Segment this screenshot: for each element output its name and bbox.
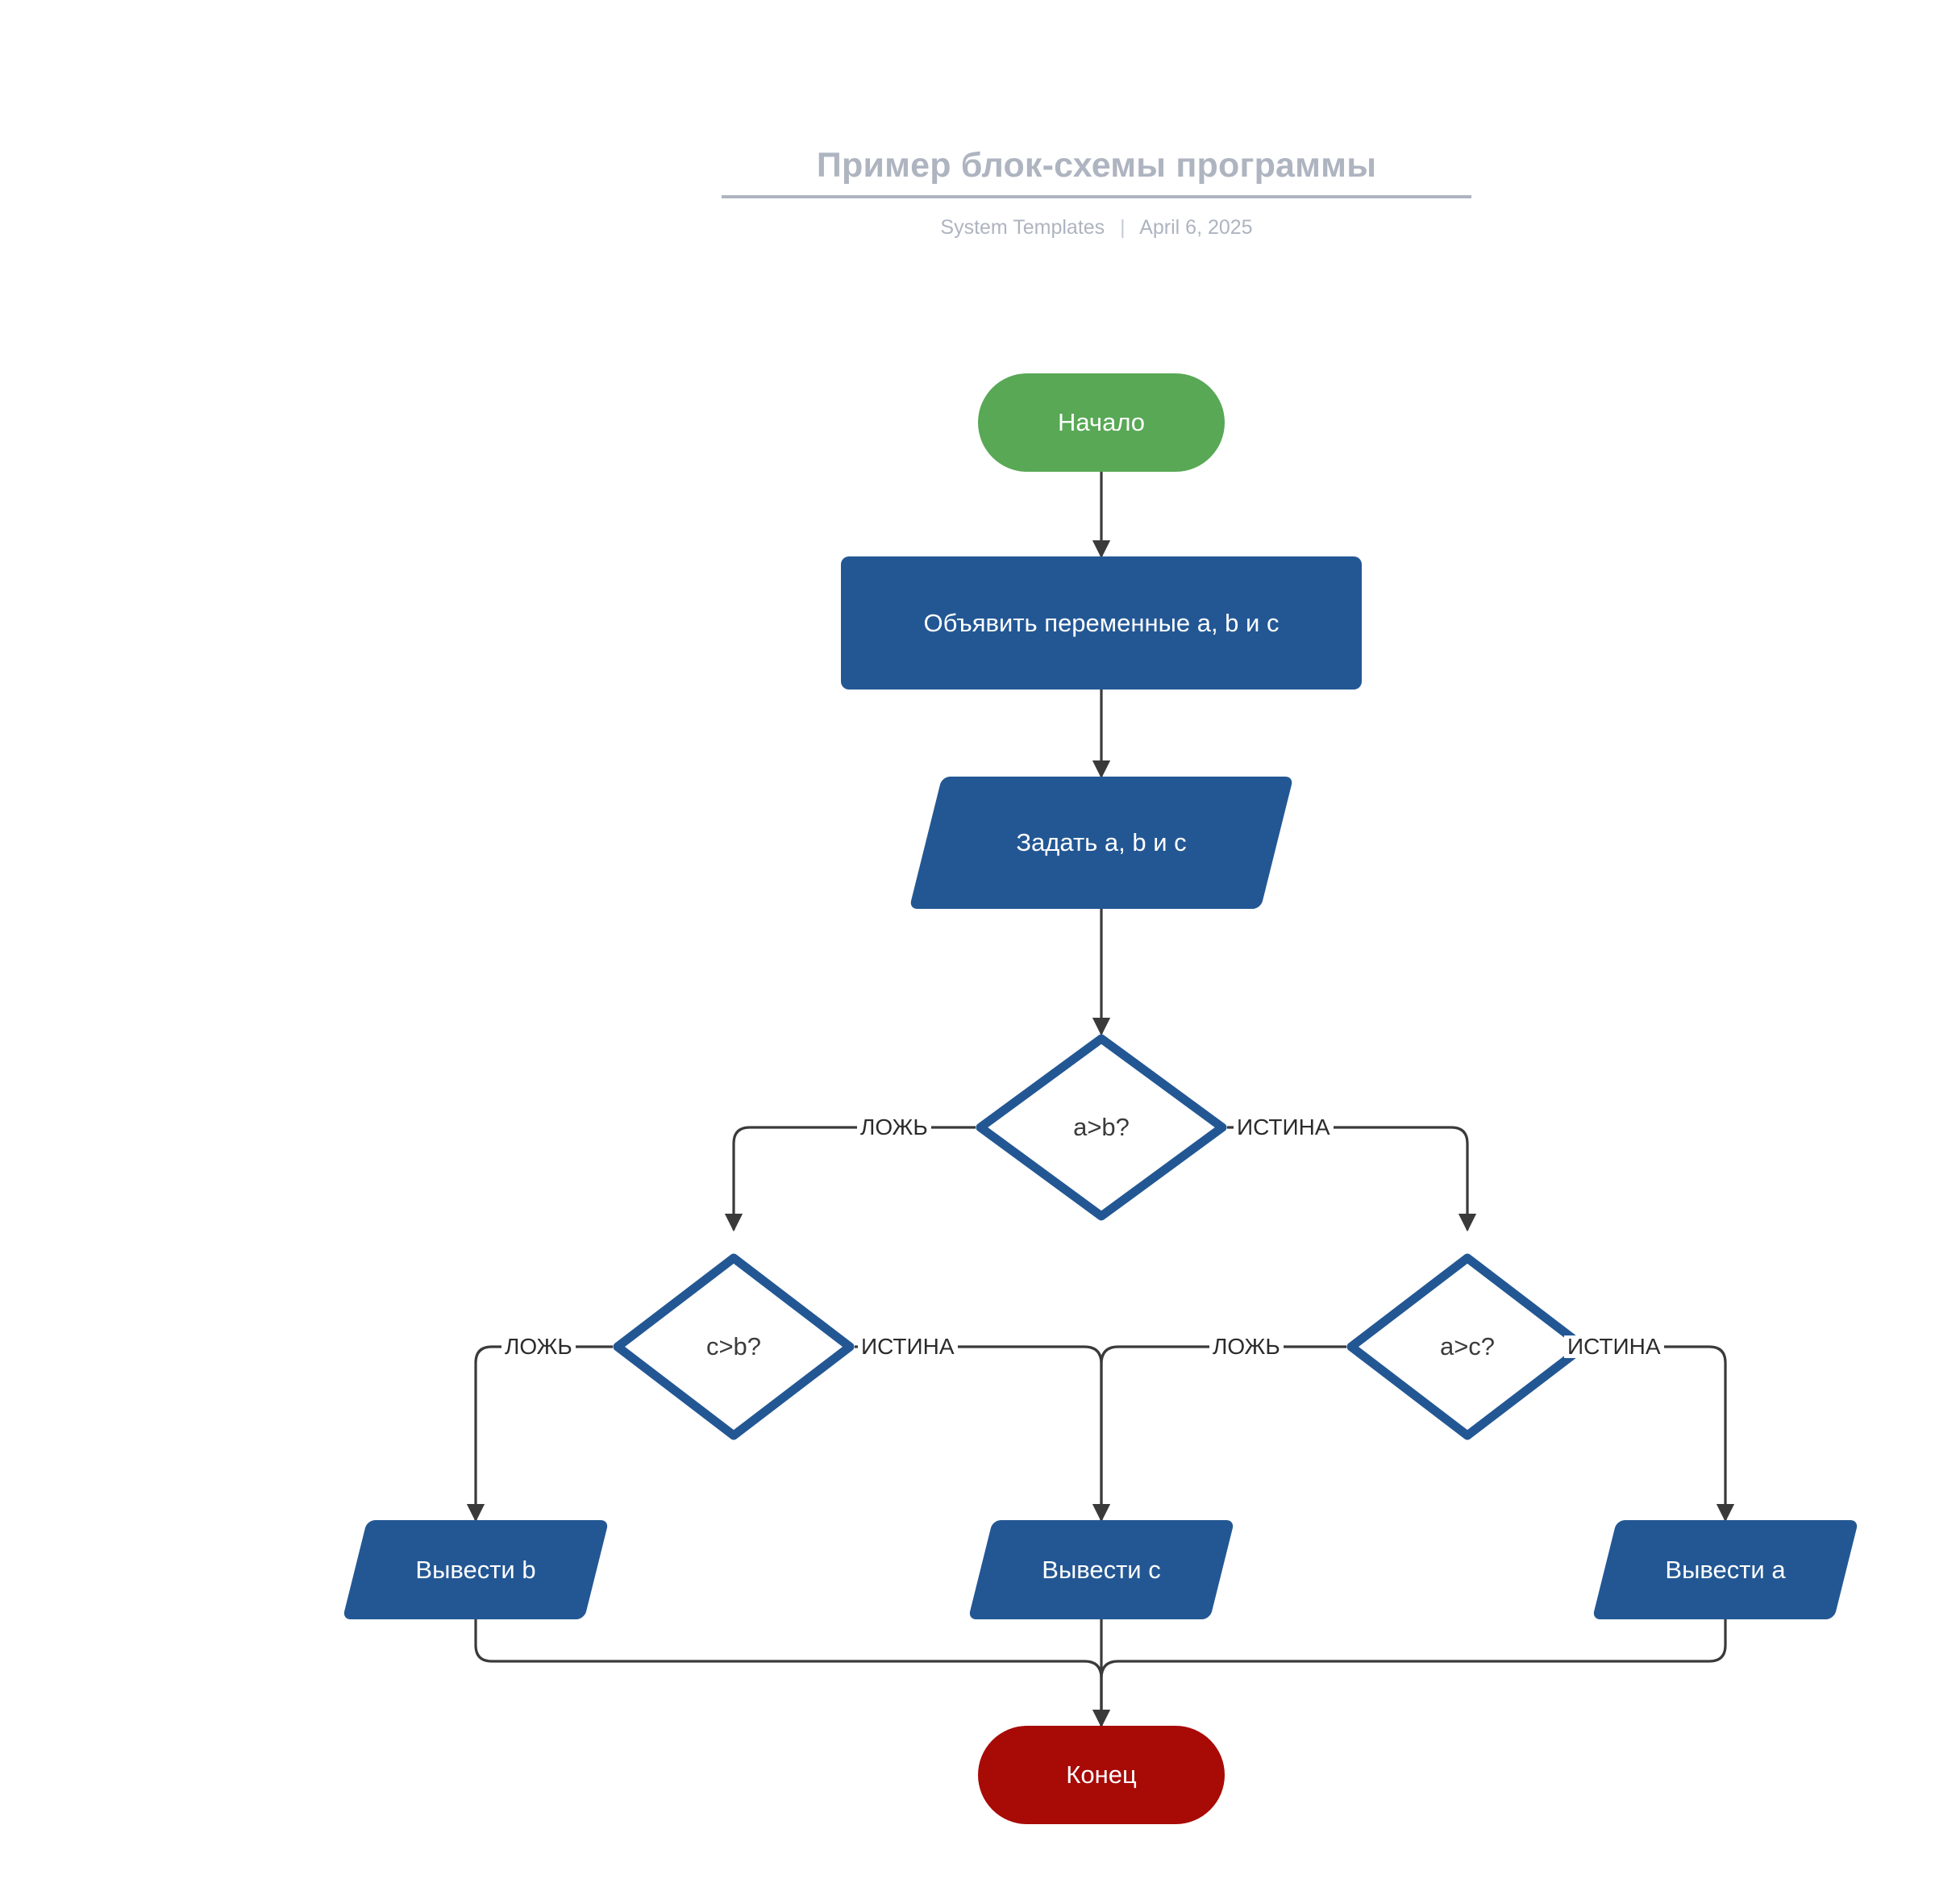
- edge-print-a-to-end: [1100, 1619, 1727, 1726]
- edge-ac-false-to-print-c: [1100, 1345, 1346, 1520]
- edge-label-ac-false: ЛОЖЬ: [1209, 1335, 1284, 1358]
- node-decision-a-gt-b[interactable]: a>b?: [976, 1034, 1227, 1221]
- edge-label-ac-true: ИСТИНА: [1564, 1335, 1664, 1358]
- diamond-shape: [1346, 1253, 1588, 1440]
- node-decision-c-gt-b-label: c>b?: [705, 1332, 762, 1361]
- node-set-variables-label: Задать a, b и c: [1016, 828, 1187, 857]
- node-decision-c-gt-b[interactable]: c>b?: [613, 1253, 855, 1440]
- node-start[interactable]: Начало: [978, 373, 1225, 472]
- title-divider: [722, 195, 1471, 199]
- subtitle: System Templates | April 6, 2025: [722, 216, 1471, 240]
- edge-cb-false-to-print-b: [466, 1345, 613, 1523]
- node-print-c[interactable]: Вывести c: [968, 1520, 1235, 1619]
- page-title: Пример блок-схемы программы: [816, 146, 1377, 185]
- edge-label-cb-false: ЛОЖЬ: [501, 1335, 576, 1358]
- node-declare-variables[interactable]: Объявить переменные a, b и c: [841, 556, 1362, 690]
- edge-ab-true-to-ac: [1227, 1126, 1477, 1232]
- subtitle-date: April 6, 2025: [1139, 216, 1253, 239]
- diamond-shape: [976, 1034, 1227, 1221]
- node-print-a[interactable]: Вывести a: [1592, 1520, 1859, 1619]
- subtitle-source: System Templates: [940, 216, 1105, 239]
- edge-ac-true-to-print-a: [1588, 1345, 1735, 1523]
- edge-label-cb-true: ИСТИНА: [858, 1335, 958, 1358]
- node-decision-a-gt-c[interactable]: a>c?: [1346, 1253, 1588, 1440]
- node-decision-a-gt-b-label: a>b?: [1073, 1113, 1130, 1142]
- title-block: Пример блок-схемы программы: [722, 146, 1471, 199]
- node-print-b[interactable]: Вывести b: [342, 1520, 610, 1619]
- node-print-a-label: Вывести a: [1665, 1555, 1786, 1584]
- edge-label-ab-false: ЛОЖЬ: [857, 1116, 931, 1139]
- edge-ab-false-to-cb: [724, 1126, 976, 1232]
- node-declare-variables-label: Объявить переменные a, b и c: [923, 608, 1280, 637]
- edge-label-ab-true: ИСТИНА: [1234, 1116, 1334, 1139]
- edge-cb-true-to-print-c: [855, 1345, 1111, 1523]
- node-end[interactable]: Конец: [978, 1726, 1225, 1824]
- subtitle-separator: |: [1120, 216, 1126, 239]
- node-end-label: Конец: [1066, 1760, 1137, 1789]
- node-decision-a-gt-c-label: a>c?: [1439, 1332, 1496, 1361]
- node-print-b-label: Вывести b: [415, 1555, 536, 1584]
- node-start-label: Начало: [1057, 408, 1145, 437]
- node-print-c-label: Вывести c: [1042, 1555, 1161, 1584]
- diamond-shape: [613, 1253, 855, 1440]
- node-set-variables[interactable]: Задать a, b и c: [909, 777, 1294, 909]
- edge-print-b-to-end: [474, 1619, 1103, 1726]
